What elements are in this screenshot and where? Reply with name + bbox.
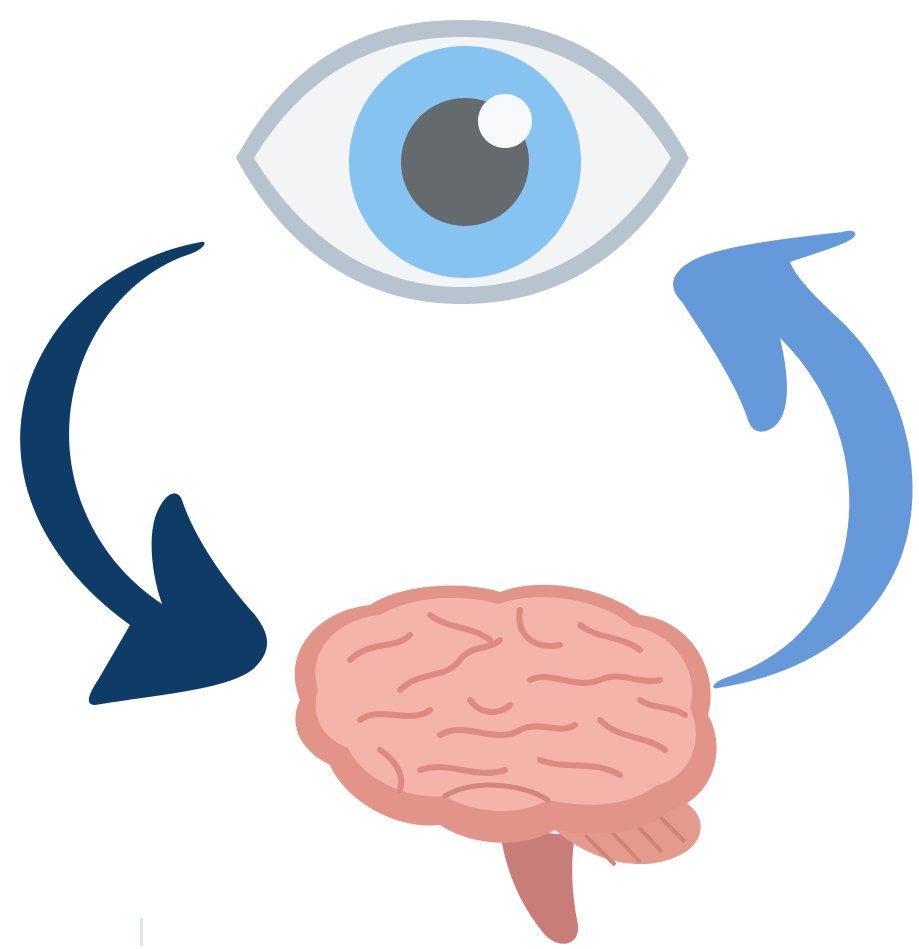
curved-arrow-up-icon <box>673 231 912 689</box>
arrow-eye-to-brain <box>20 242 267 705</box>
brain-icon <box>295 585 717 944</box>
curved-arrow-down-icon <box>20 242 267 705</box>
brainstem <box>500 830 578 944</box>
edge-artifact-line <box>140 918 143 946</box>
eye-icon <box>236 20 689 304</box>
eye-highlight <box>478 94 532 148</box>
arrow-brain-to-eye <box>673 231 912 689</box>
